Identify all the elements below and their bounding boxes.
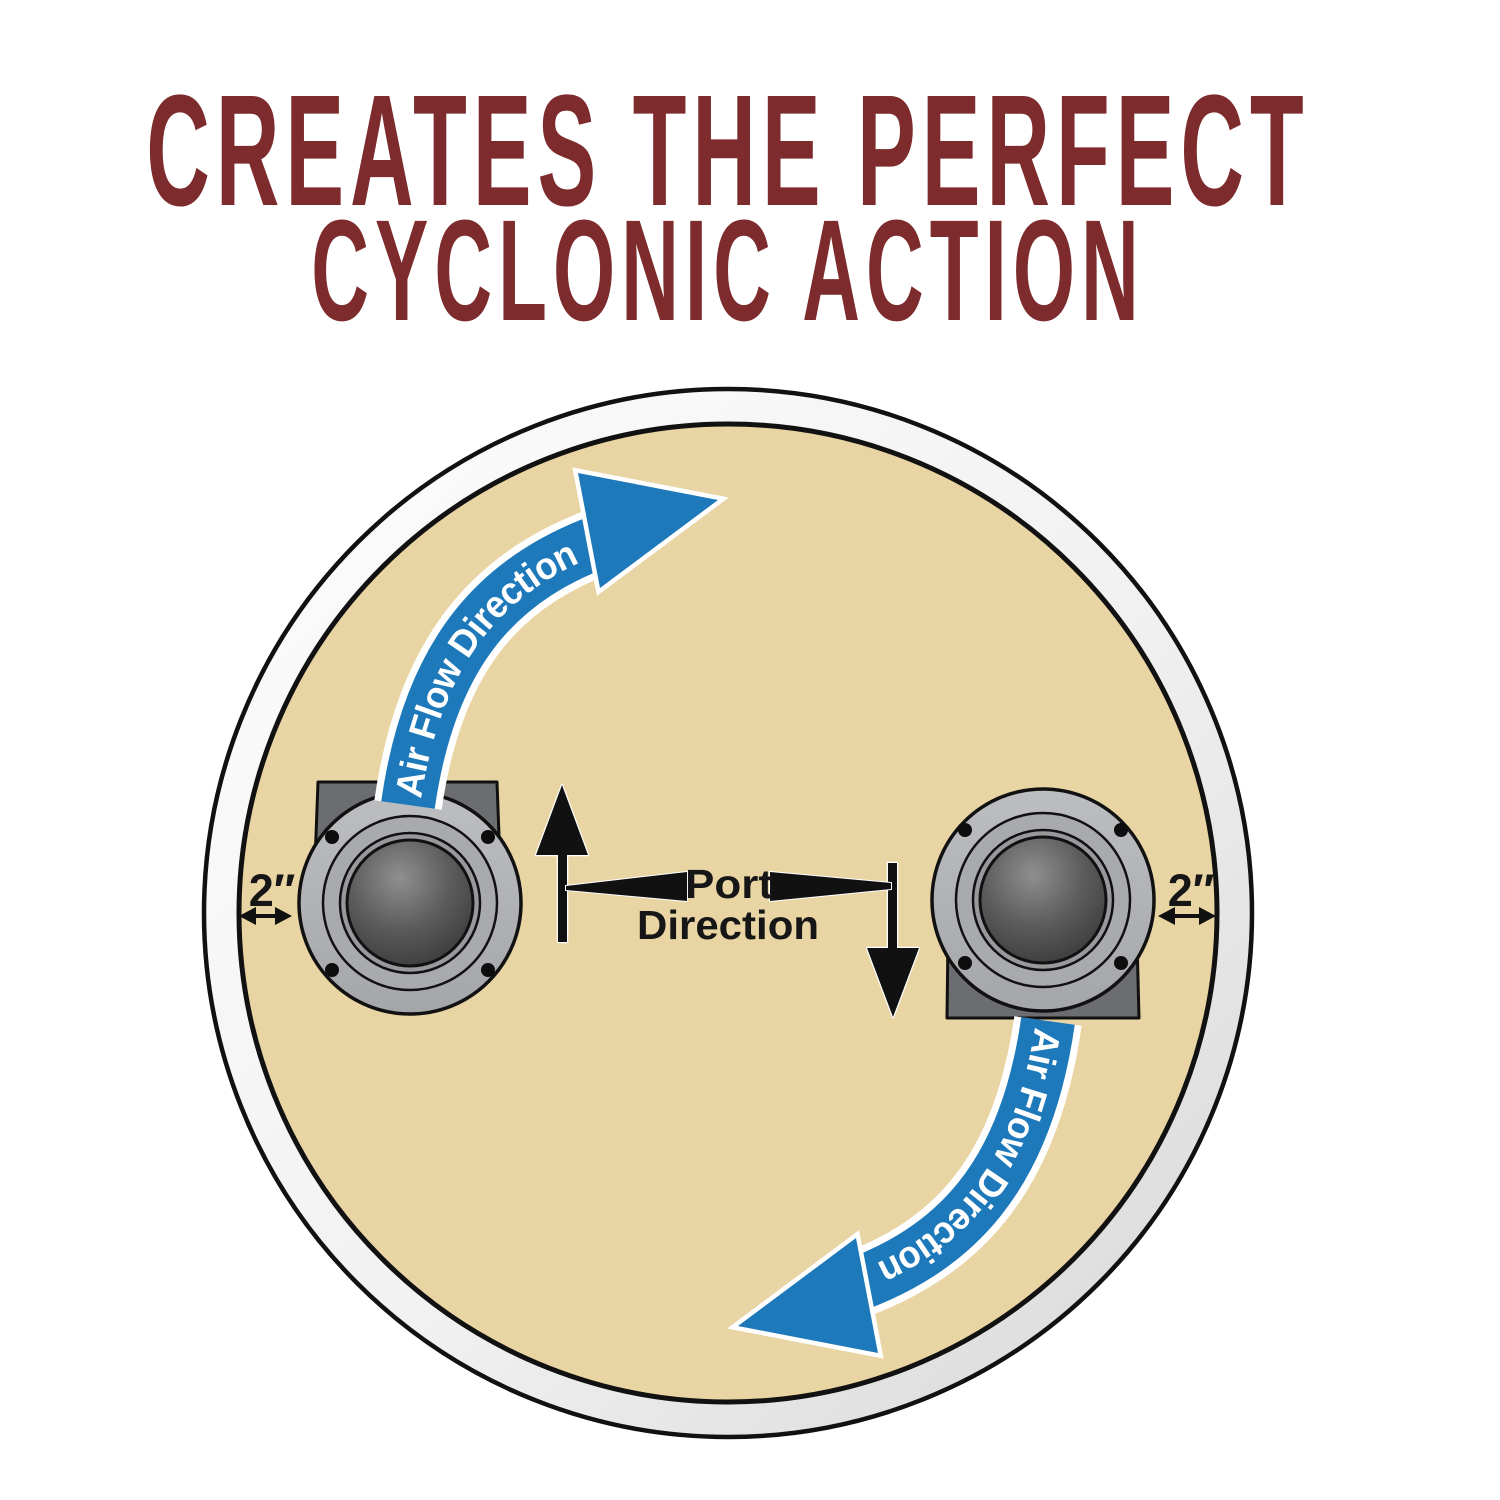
port-direction-callout: Port Direction [534,783,921,1019]
port-direction-label-line1: Port [685,861,773,907]
title-line-2: CYCLONIC ACTION [311,190,1145,351]
right-gap-label: 2″ [1168,865,1215,916]
left-gap-arrow-icon [239,907,292,925]
right-gap-arrow-icon [1158,907,1216,925]
right-port-hole [978,835,1108,965]
airflow-arrow-top-band [381,511,621,809]
left-port-hole [345,838,475,968]
leader-line-left [565,870,688,903]
right-port-bolts [958,823,1128,970]
port-direction-label-line2: Direction [637,902,819,948]
right-gap-measurement: 2″ [1158,865,1216,925]
left-gap-label: 2″ [249,865,296,916]
airflow-arrow-bottom-head-icon [727,1230,884,1359]
left-port-bolts [325,830,495,977]
port-down-arrow-icon [865,861,921,1019]
airflow-arrow-bottom-band [835,1017,1075,1315]
airflow-arrow-top-head-icon [572,467,729,596]
leader-line-right [769,870,892,903]
right-port [930,787,1156,1020]
left-gap-measurement: 2″ [239,865,295,925]
title-line-1: CREATES THE PERFECT [146,63,1309,240]
port-up-arrow-icon [534,783,590,944]
left-port [297,780,523,1016]
